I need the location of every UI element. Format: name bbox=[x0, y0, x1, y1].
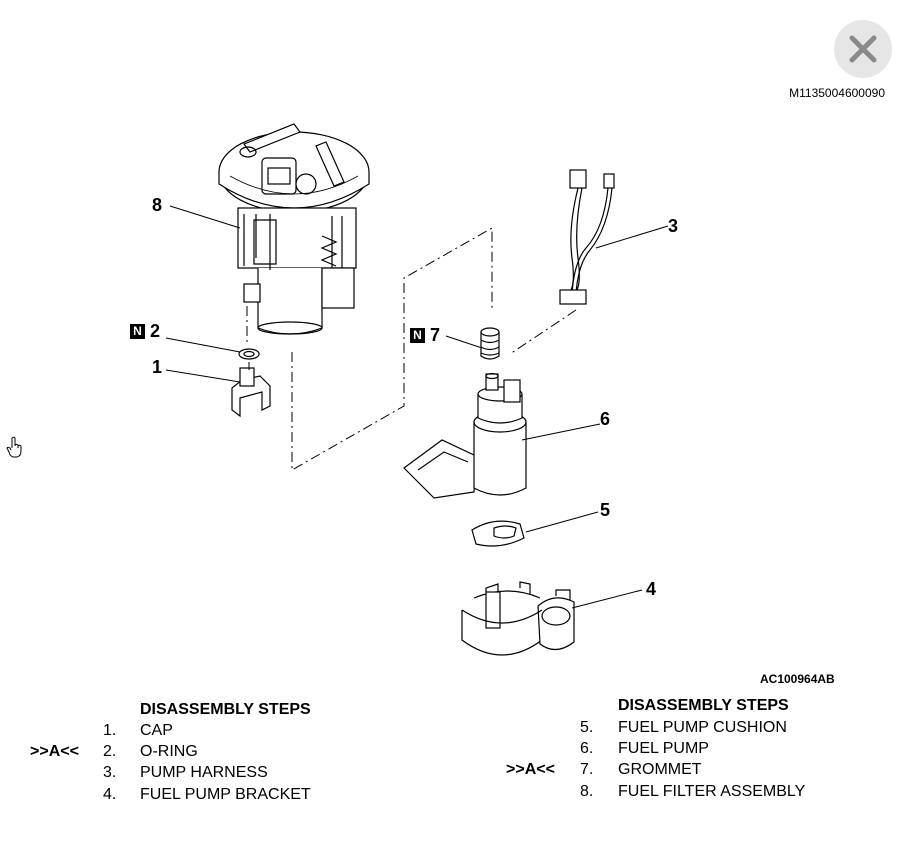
fuel-pump-bracket-part bbox=[461, 581, 575, 656]
document-id: M1135004600090 bbox=[789, 86, 885, 100]
step-number: 7. bbox=[580, 761, 594, 778]
new-part-badge-7: N bbox=[410, 328, 425, 343]
callout-4: 4 bbox=[646, 579, 657, 599]
hand-cursor-icon bbox=[6, 436, 22, 458]
step-number: 2. bbox=[103, 743, 117, 760]
step-label: CAP bbox=[140, 722, 173, 739]
callout-3: 3 bbox=[668, 216, 679, 236]
step-number: 1. bbox=[103, 722, 117, 739]
callout-2: 2 bbox=[150, 321, 161, 341]
step-label: FUEL PUMP bbox=[618, 740, 709, 757]
o-ring-part bbox=[238, 348, 260, 360]
step-number: 6. bbox=[580, 740, 594, 757]
step-mark: >>A<< bbox=[30, 743, 79, 760]
step-mark: >>A<< bbox=[506, 761, 555, 778]
figure-id: AC100964AB bbox=[760, 672, 835, 686]
steps-heading: DISASSEMBLY STEPS bbox=[140, 701, 311, 718]
step-label: FUEL FILTER ASSEMBLY bbox=[618, 783, 806, 800]
step-label: FUEL PUMP BRACKET bbox=[140, 786, 311, 803]
cap-part bbox=[231, 367, 271, 418]
step-number: 8. bbox=[580, 783, 594, 800]
callout-6: 6 bbox=[600, 409, 611, 429]
step-label: GROMMET bbox=[618, 761, 702, 778]
step-label: FUEL PUMP CUSHION bbox=[618, 719, 787, 736]
callout-5: 5 bbox=[600, 500, 611, 520]
fuel-filter-assembly-part bbox=[218, 123, 370, 335]
close-button[interactable] bbox=[834, 20, 892, 78]
fuel-pump-cushion-part bbox=[471, 520, 525, 547]
callout-7: 7 bbox=[430, 325, 441, 345]
callout-8: 8 bbox=[152, 195, 163, 215]
new-part-badge-2: N bbox=[130, 324, 145, 339]
exploded-parts-diagram bbox=[165, 123, 669, 656]
steps-heading: DISASSEMBLY STEPS bbox=[618, 697, 789, 714]
step-number: 4. bbox=[103, 786, 117, 803]
step-number: 3. bbox=[103, 764, 117, 781]
step-number: 5. bbox=[580, 719, 594, 736]
pump-harness-part bbox=[559, 169, 615, 305]
grommet-part bbox=[480, 327, 500, 360]
step-label: PUMP HARNESS bbox=[140, 764, 268, 781]
fuel-pump-part bbox=[403, 372, 527, 499]
close-icon bbox=[849, 35, 877, 63]
step-label: O-RING bbox=[140, 743, 198, 760]
callout-1: 1 bbox=[152, 357, 163, 377]
